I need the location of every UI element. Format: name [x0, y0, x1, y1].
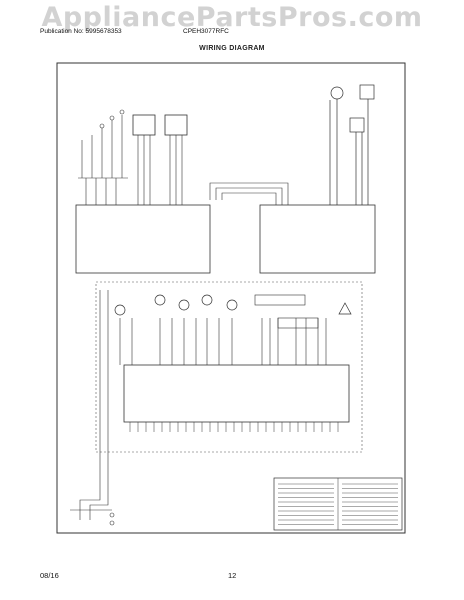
- footer-date: 08/16: [40, 571, 59, 580]
- diagram-title: WIRING DIAGRAM: [199, 45, 265, 52]
- fuse-icon: [359, 84, 375, 100]
- publication-number: Publication No: 5995678353: [40, 28, 122, 35]
- relay-left: [132, 114, 156, 136]
- watermark: AppliancePartsPros.com: [41, 2, 423, 33]
- circuit-board: [259, 204, 376, 274]
- footer-page: 12: [228, 571, 237, 580]
- ground-icon: [338, 302, 352, 315]
- motor-icon: [330, 86, 344, 100]
- inner-dashed-boundary: [95, 281, 363, 453]
- main-control-board: [75, 204, 211, 274]
- thermostat-switches: [78, 109, 128, 179]
- controller-board: [123, 364, 350, 423]
- relay-right: [164, 114, 188, 136]
- model-number: CPEH3077RFC: [183, 28, 229, 35]
- diagram-frame: [56, 62, 406, 534]
